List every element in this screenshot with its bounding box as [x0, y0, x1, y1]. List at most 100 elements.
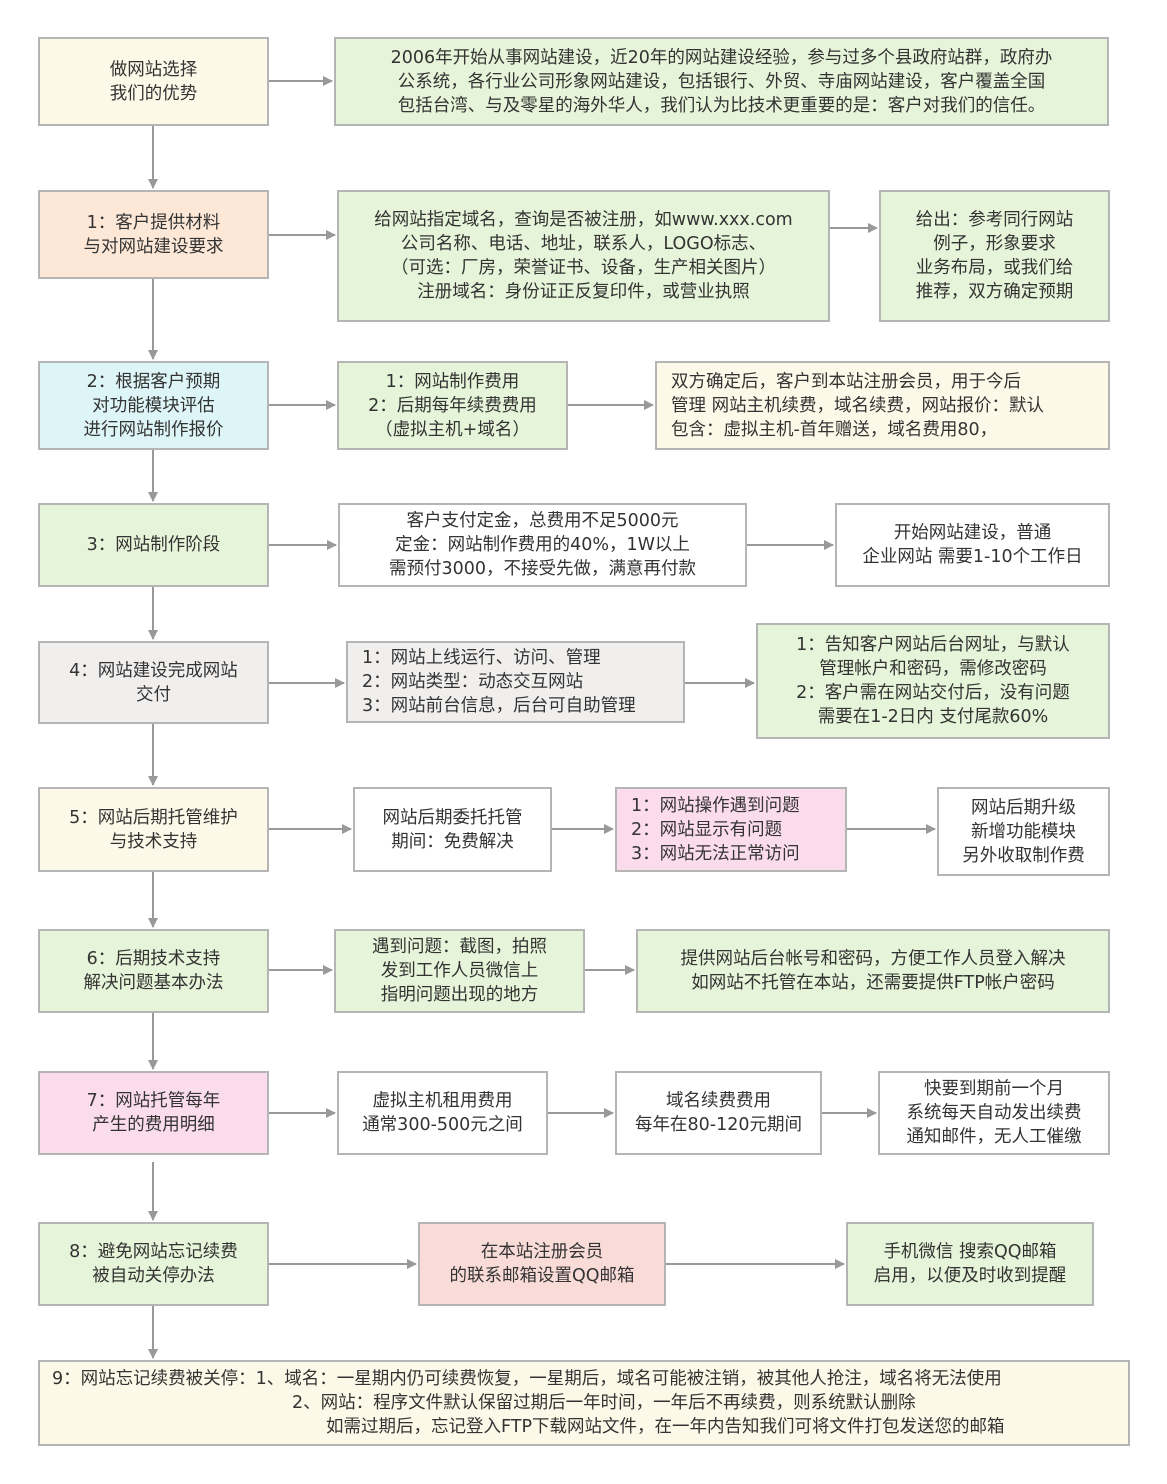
- detail-line: （可选：厂房，荣誉证书、设备，生产相关图片）: [391, 258, 776, 278]
- detail-line: 1：网站制作费用: [385, 371, 520, 392]
- detail-line: 2：网站显示有问题: [631, 819, 783, 840]
- detail-line: 1：告知客户网站后台网址，与默认: [796, 635, 1070, 655]
- detail-line: 2：网站类型：动态交互网站: [362, 672, 584, 692]
- step-1-materials-box: 给网站指定域名，查询是否被注册，如www.xxx.com 公司名称、电话、地址，…: [337, 190, 830, 322]
- advantage-detail-box: 2006年开始从事网站建设，近20年的网站建设经验，参与过多个县政府站群，政府办…: [334, 37, 1109, 126]
- detail-line: 管理 网站主机续费，域名续费，网站报价：默认: [671, 395, 1045, 416]
- step-line: 8：避免网站忘记续费: [69, 1242, 238, 1262]
- detail-line: 公司名称、电话、地址，联系人，LOGO标志、: [400, 234, 767, 254]
- step-line: 4：网站建设完成网站: [69, 660, 238, 681]
- detail-line: 网站后期升级: [971, 797, 1076, 818]
- detail-line: 提供网站后台帐号和密码，方便工作人员登入解决: [680, 949, 1066, 969]
- step-intro-box: 做网站选择 我们的优势: [38, 37, 269, 126]
- detail-line: （虚拟主机+域名）: [375, 419, 530, 440]
- detail-line: 启用，以便及时收到提醒: [873, 1266, 1067, 1286]
- final-note-line: 2、网站：程序文件默认保留过期后一年时间，一年后不再续费，则系统默认删除: [292, 1393, 916, 1413]
- step-6-report-box: 遇到问题：截图，拍照 发到工作人员微信上 指明问题出现的地方: [334, 929, 585, 1013]
- step-line: 1：客户提供材料: [86, 212, 221, 233]
- step-line: 5：网站后期托管维护: [69, 807, 238, 828]
- detail-line: 给出：参考同行网站: [915, 210, 1074, 230]
- step-8-wechat-box: 手机微信 搜索QQ邮箱 启用，以便及时收到提醒: [846, 1222, 1094, 1306]
- detail-line: 包括台湾、与及零星的海外华人，我们认为比技术更重要的是：客户对我们的信任。: [397, 95, 1046, 116]
- step-1-expectation-box: 给出：参考同行网站 例子，形象要求 业务布局，或我们给 推荐，双方确定预期: [879, 190, 1110, 322]
- step-3-box: 3：网站制作阶段: [38, 503, 269, 587]
- step-4-box: 4：网站建设完成网站 交付: [38, 641, 269, 724]
- step-2-fees-box: 1：网站制作费用 2：后期每年续费费用 （虚拟主机+域名）: [337, 361, 568, 450]
- step-7-reminder-box: 快要到期前一个月 系统每天自动发出续费 通知邮件，无人工催缴: [878, 1071, 1110, 1155]
- step-line: 产生的费用明细: [92, 1115, 215, 1135]
- detail-line: 给网站指定域名，查询是否被注册，如www.xxx.com: [374, 210, 793, 230]
- step-2-quote-box: 双方确定后，客户到本站注册会员，用于今后 管理 网站主机续费，域名续费，网站报价…: [655, 361, 1110, 450]
- detail-line: 虚拟主机租用费用: [372, 1091, 513, 1111]
- detail-line: 客户支付定金，总费用不足5000元: [406, 511, 679, 531]
- step-8-box: 8：避免网站忘记续费 被自动关停办法: [38, 1222, 269, 1306]
- step-line: 6：后期技术支持: [86, 949, 221, 969]
- detail-line: 定金：网站制作费用的40%，1W以上: [395, 535, 690, 555]
- step-line: 交付: [136, 684, 171, 705]
- step-7-domain-fee-box: 域名续费费用 每年在80-120元期间: [615, 1071, 822, 1155]
- detail-line: 的联系邮箱设置QQ邮箱: [449, 1266, 635, 1286]
- step-line: 做网站选择: [109, 59, 198, 80]
- step-line: 我们的优势: [109, 83, 198, 104]
- detail-line: 遇到问题：截图，拍照: [372, 937, 547, 957]
- step-3-deposit-box: 客户支付定金，总费用不足5000元 定金：网站制作费用的40%，1W以上 需预付…: [338, 503, 747, 587]
- detail-line: 管理帐户和密码，需修改密码: [819, 659, 1047, 679]
- detail-line: 包含：虚拟主机-首年赠送，域名费用80，: [671, 419, 998, 440]
- step-line: 进行网站制作报价: [83, 419, 224, 440]
- detail-line: 2006年开始从事网站建设，近20年的网站建设经验，参与过多个县政府站群，政府办: [390, 47, 1053, 68]
- detail-line: 2：后期每年续费费用: [368, 395, 537, 416]
- step-5-box: 5：网站后期托管维护 与技术支持: [38, 787, 269, 872]
- step-4-handover-box: 1：告知客户网站后台网址，与默认 管理帐户和密码，需修改密码 2：客户需在网站交…: [756, 623, 1110, 739]
- detail-line: 注册域名：身份证正反复印件，或营业执照: [417, 282, 750, 302]
- detail-line: 域名续费费用: [666, 1091, 771, 1111]
- step-2-box: 2：根据客户预期 对功能模块评估 进行网站制作报价: [38, 361, 269, 450]
- detail-line: 需要在1-2日内 支付尾款60%: [817, 707, 1049, 727]
- step-line: 7：网站托管每年: [86, 1091, 221, 1111]
- step-5-hosting-box: 网站后期委托托管 期间：免费解决: [353, 787, 552, 872]
- final-note-line: 9：网站忘记续费被关停：1、域名：一星期内仍可续费恢复，一星期后，域名可能被注销…: [52, 1369, 1002, 1389]
- detail-line: 2：客户需在网站交付后，没有问题: [796, 683, 1070, 703]
- detail-line: 公系统，各行业公司形象网站建设，包括银行、外贸、寺庙网站建设，客户覆盖全国: [397, 71, 1046, 92]
- detail-line: 系统每天自动发出续费: [906, 1103, 1082, 1123]
- detail-line: 1：网站上线运行、访问、管理: [362, 648, 601, 668]
- detail-line: 通知邮件，无人工催缴: [906, 1127, 1082, 1147]
- detail-line: 1：网站操作遇到问题: [631, 795, 800, 816]
- step-line: 与技术支持: [109, 831, 198, 852]
- detail-line: 开始网站建设，普通: [893, 523, 1052, 543]
- detail-line: 期间：免费解决: [391, 831, 514, 852]
- detail-line: 通常300-500元之间: [362, 1115, 523, 1135]
- detail-line: 手机微信 搜索QQ邮箱: [883, 1242, 1057, 1262]
- detail-line: 推荐，双方确定预期: [915, 282, 1074, 302]
- detail-line: 需预付3000，不接受先做，满意再付款: [388, 559, 697, 579]
- detail-line: 另外收取制作费: [962, 845, 1085, 866]
- detail-line: 双方确定后，客户到本站注册会员，用于今后: [671, 371, 1021, 392]
- step-5-upgrade-box: 网站后期升级 新增功能模块 另外收取制作费: [937, 787, 1110, 876]
- detail-line: 新增功能模块: [971, 821, 1076, 842]
- step-6-box: 6：后期技术支持 解决问题基本办法: [38, 929, 269, 1013]
- step-line: 对功能模块评估: [92, 395, 215, 416]
- step-8-register-box: 在本站注册会员 的联系邮箱设置QQ邮箱: [418, 1222, 666, 1306]
- step-4-delivery-box: 1：网站上线运行、访问、管理 2：网站类型：动态交互网站 3：网站前台信息，后台…: [346, 641, 685, 723]
- detail-line: 指明问题出现的地方: [380, 985, 539, 1005]
- step-6-credentials-box: 提供网站后台帐号和密码，方便工作人员登入解决 如网站不托管在本站，还需要提供FT…: [636, 929, 1110, 1013]
- detail-line: 在本站注册会员: [480, 1242, 604, 1262]
- step-7-hosting-fee-box: 虚拟主机租用费用 通常300-500元之间: [337, 1071, 548, 1155]
- detail-line: 3：网站前台信息，后台可自助管理: [362, 696, 636, 716]
- step-1-box: 1：客户提供材料 与对网站建设要求: [38, 190, 269, 279]
- detail-line: 例子，形象要求: [933, 234, 1056, 254]
- detail-line: 每年在80-120元期间: [635, 1115, 802, 1135]
- detail-line: 3：网站无法正常访问: [631, 843, 800, 864]
- step-line: 被自动关停办法: [92, 1266, 215, 1286]
- step-line: 解决问题基本办法: [83, 973, 224, 993]
- detail-line: 网站后期委托托管: [382, 807, 523, 828]
- step-line: 3：网站制作阶段: [86, 535, 221, 555]
- step-5-issues-box: 1：网站操作遇到问题 2：网站显示有问题 3：网站无法正常访问: [615, 787, 847, 872]
- step-line: 2：根据客户预期: [86, 371, 221, 392]
- detail-line: 快要到期前一个月: [924, 1079, 1064, 1099]
- step-9-final-note-box: 9：网站忘记续费被关停：1、域名：一星期内仍可续费恢复，一星期后，域名可能被注销…: [38, 1360, 1130, 1446]
- detail-line: 如网站不托管在本站，还需要提供FTP帐户密码: [691, 973, 1055, 993]
- detail-line: 企业网站 需要1-10个工作日: [862, 547, 1083, 567]
- detail-line: 发到工作人员微信上: [380, 961, 539, 981]
- step-line: 与对网站建设要求: [83, 236, 224, 257]
